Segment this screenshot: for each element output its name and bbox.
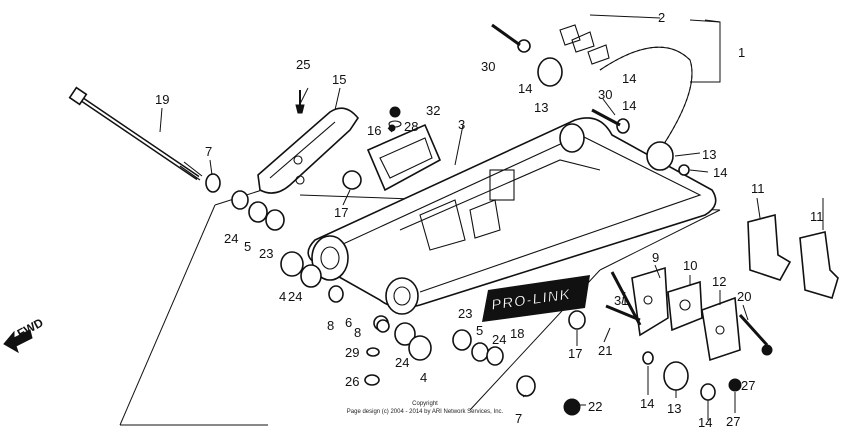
callout-11: 11 <box>751 181 765 196</box>
drive-chain <box>559 24 693 151</box>
callout-24: 24 <box>395 355 409 370</box>
chain-case <box>257 107 359 194</box>
callout-23: 23 <box>458 306 472 321</box>
callout-12: 12 <box>712 274 726 289</box>
callout-19: 19 <box>155 92 169 107</box>
callout-4: 4 <box>279 289 286 304</box>
callout-26: 26 <box>345 374 359 389</box>
callout-14: 14 <box>713 165 727 180</box>
callout-28: 28 <box>404 119 418 134</box>
callout-16: 16 <box>367 123 381 138</box>
callout-15: 15 <box>332 72 346 87</box>
callout-14: 14 <box>698 415 712 430</box>
callout-27: 27 <box>741 378 755 393</box>
callout-22: 22 <box>588 399 602 414</box>
callout-20: 20 <box>737 289 751 304</box>
callout-25: 25 <box>296 57 310 72</box>
callout-4: 4 <box>420 370 427 385</box>
callout-13: 13 <box>667 401 681 416</box>
callout-2: 2 <box>658 10 665 25</box>
bolt-25 <box>295 90 305 114</box>
callout-6: 6 <box>345 315 352 330</box>
callout-24: 24 <box>492 332 506 347</box>
callout-21: 21 <box>598 343 612 358</box>
callout-17: 17 <box>334 205 348 220</box>
svg-text:Copyright: Copyright <box>412 401 438 407</box>
callout-18: 18 <box>510 326 524 341</box>
callout-23: 23 <box>259 246 273 261</box>
callout-17: 17 <box>568 346 582 361</box>
callout-32: 32 <box>426 103 440 118</box>
forward-marker: FWD <box>3 315 46 354</box>
callout-5: 5 <box>244 239 251 254</box>
callout-9: 9 <box>652 250 659 265</box>
callout-5: 5 <box>476 323 483 338</box>
callout-8: 8 <box>327 318 334 333</box>
callout-24: 24 <box>288 289 302 304</box>
callout-14: 14 <box>518 81 532 96</box>
callout-1: 1 <box>738 45 745 60</box>
copyright-notice: Copyright Page design (c) 2004 - 2014 by… <box>347 401 504 415</box>
callout-10: 10 <box>683 258 697 273</box>
pivot-bolt <box>68 86 203 181</box>
bushings <box>205 39 716 401</box>
svg-text:Page design (c) 2004 - 2014 by: Page design (c) 2004 - 2014 by ARI Netwo… <box>347 409 504 415</box>
callout-13: 13 <box>534 100 548 115</box>
callout-30: 30 <box>481 59 495 74</box>
callout-8: 8 <box>354 325 361 340</box>
callout-14: 14 <box>622 71 636 86</box>
callout-14: 14 <box>640 396 654 411</box>
callout-27: 27 <box>726 414 740 429</box>
callout-7: 7 <box>205 144 212 159</box>
callout-3: 3 <box>458 117 465 132</box>
callout-24: 24 <box>224 231 238 246</box>
chain-slider <box>366 106 442 192</box>
leader-lines <box>159 14 824 420</box>
swingarm <box>307 117 717 315</box>
callouts: 1 2 3 4 4 5 5 6 7 7 8 8 9 10 11 11 12 13… <box>155 10 824 430</box>
pro-link-logo: PRO-LINK <box>482 275 590 322</box>
callout-13: 13 <box>702 147 716 162</box>
callout-7: 7 <box>515 411 522 426</box>
callout-14: 14 <box>622 98 636 113</box>
callout-31: 31 <box>614 293 628 308</box>
callout-29: 29 <box>345 345 359 360</box>
callout-30: 30 <box>598 87 612 102</box>
link-plates <box>631 213 839 362</box>
bolts <box>491 23 769 347</box>
callout-11: 11 <box>810 209 824 224</box>
nuts-washers <box>364 124 773 416</box>
